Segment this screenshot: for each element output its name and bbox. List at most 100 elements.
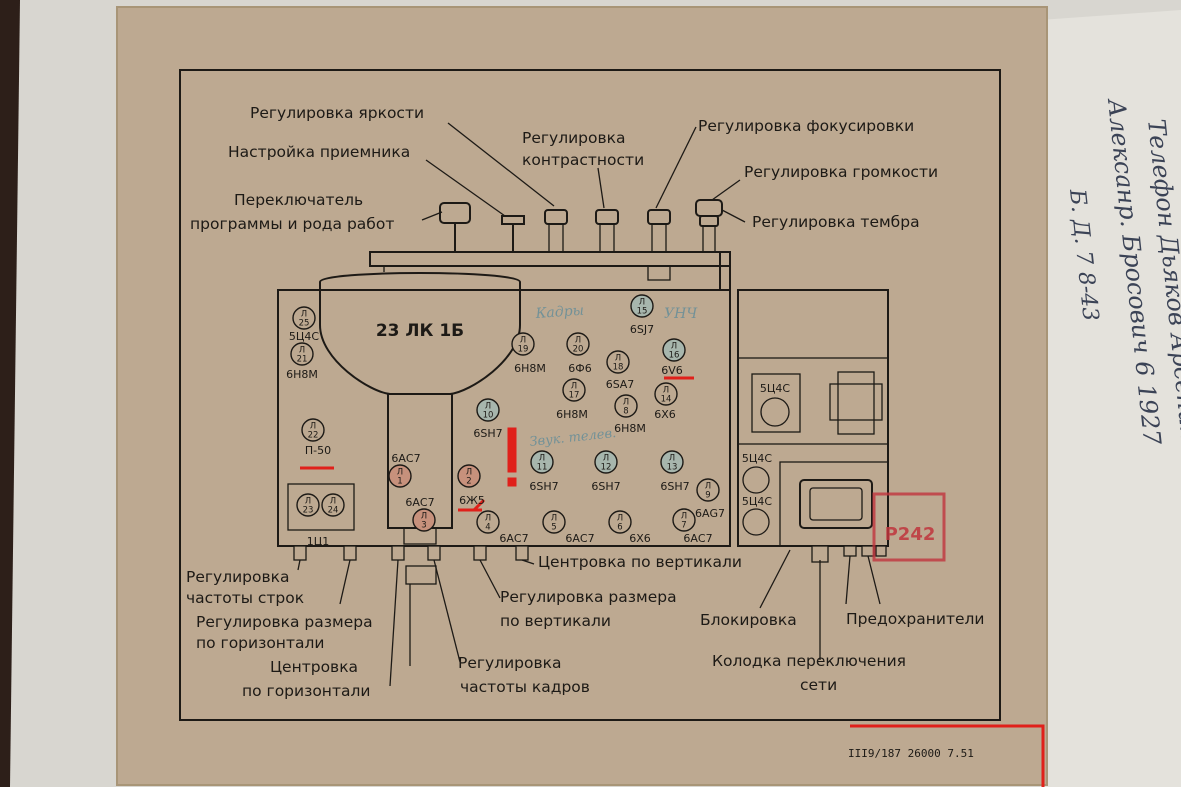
leader-lines-top bbox=[421, 122, 746, 223]
tube-type-label: 6Ф6 bbox=[568, 362, 591, 375]
tube-id-number: 12 bbox=[601, 463, 612, 473]
stamp-text: Р242 bbox=[885, 524, 936, 545]
label-hcenter-2: по горизонтали bbox=[242, 682, 370, 700]
tube-socket-circle bbox=[321, 493, 345, 517]
label-tuning: Настройка приемника bbox=[228, 143, 410, 161]
tube-id-prefix: Л bbox=[615, 354, 621, 364]
tube-socket-circle bbox=[654, 382, 678, 406]
label-mains-2: сети bbox=[800, 676, 837, 694]
tube-socket-circle bbox=[606, 350, 630, 374]
label-hsize-2: по горизонтали bbox=[196, 634, 324, 652]
tube-id-number: 20 bbox=[573, 345, 584, 355]
tube-type-label: 6АС7 bbox=[499, 532, 528, 545]
hv-block-label: 1Ц1 bbox=[307, 535, 330, 548]
transformer-box bbox=[779, 461, 889, 547]
crt-label: 23 ЛК 1Б bbox=[376, 321, 464, 341]
tube-socket-circle bbox=[566, 332, 590, 356]
tube-id-prefix: Л bbox=[520, 336, 526, 346]
tube-socket-circle bbox=[457, 464, 481, 488]
label-contrast-1: Регулировка bbox=[522, 129, 626, 147]
tube-type-label: 6SJ7 bbox=[630, 323, 654, 336]
tube-id-prefix: Л bbox=[485, 402, 491, 412]
print-code: III9/187 26000 7.51 bbox=[848, 747, 974, 760]
tube-socket-circle bbox=[696, 478, 720, 502]
tube-id-prefix: Л bbox=[310, 422, 316, 432]
rect-tube-box bbox=[751, 373, 801, 433]
tube-type-label: 6АС7 bbox=[565, 532, 594, 545]
tube-л15: Л15 6SJ7 bbox=[630, 294, 654, 336]
rect-tube-label-2: 5Ц4С bbox=[742, 452, 773, 465]
tube-id-prefix: Л bbox=[639, 298, 645, 308]
tube-socket-circle bbox=[594, 450, 618, 474]
rect-tube-2-circle bbox=[742, 466, 770, 494]
chassis-outline bbox=[277, 289, 731, 547]
tube-socket-circle bbox=[296, 493, 320, 517]
tube-type-label: 6Ж5 bbox=[459, 494, 485, 507]
power-subbox bbox=[737, 357, 889, 445]
tube-id-number: 15 bbox=[637, 307, 648, 317]
tube-type-label: 6SН7 bbox=[660, 480, 689, 493]
card-right-strip bbox=[1040, 10, 1181, 787]
label-brightness: Регулировка яркости bbox=[250, 104, 424, 122]
tube-id-number: 11 bbox=[537, 463, 548, 473]
tube-id-prefix: Л bbox=[671, 342, 677, 352]
tube-type-label: 6SН7 bbox=[473, 427, 502, 440]
tube-type-label: 6АG7 bbox=[695, 507, 725, 520]
tube-id-prefix: Л bbox=[305, 497, 311, 507]
tube-id-prefix: Л bbox=[575, 336, 581, 346]
stamp: Р242 bbox=[872, 492, 946, 562]
red-corner-line bbox=[850, 724, 1045, 787]
label-vsize-1: Регулировка размера bbox=[500, 588, 677, 606]
knob-volume-tone bbox=[695, 199, 723, 253]
tube-id-number: 23 bbox=[303, 506, 314, 516]
tube-type-label: 6АС7 bbox=[405, 496, 434, 509]
tube-id-number: 4 bbox=[485, 523, 490, 533]
tube-id-number: 7 bbox=[681, 521, 686, 531]
tube-id-prefix: Л bbox=[301, 310, 307, 320]
label-mains-1: Колодка переключения bbox=[712, 652, 906, 670]
tube-id-prefix: Л bbox=[330, 497, 336, 507]
tube-socket-circle bbox=[530, 450, 554, 474]
tube-id-number: 10 bbox=[483, 411, 494, 421]
tube-id-prefix: Л bbox=[299, 346, 305, 356]
tube-id-prefix: Л bbox=[669, 454, 675, 464]
rect-tube-label-1: 5Ц4С bbox=[760, 382, 791, 395]
label-line-freq-2: частоты строк bbox=[186, 589, 304, 607]
rect-tube-circle bbox=[760, 397, 790, 427]
leader-lines-bottom bbox=[297, 549, 881, 687]
knob-brightness bbox=[544, 209, 568, 253]
tube-л23: Л23 bbox=[296, 493, 320, 517]
tube-id-number: 18 bbox=[613, 363, 624, 373]
tube-type-label: 6АС7 bbox=[683, 532, 712, 545]
tube-id-number: 21 bbox=[297, 355, 308, 365]
tube-id-number: 25 bbox=[299, 319, 310, 329]
tube-id-prefix: Л bbox=[681, 512, 687, 522]
tube-id-number: 13 bbox=[667, 463, 678, 473]
drawing-frame bbox=[179, 69, 1001, 721]
tube-socket-circle bbox=[476, 398, 500, 422]
knob-focus bbox=[647, 209, 671, 281]
tube-type-label: 6SА7 bbox=[606, 378, 635, 391]
transformer bbox=[799, 479, 873, 529]
label-vsize-2: по вертикали bbox=[500, 612, 611, 630]
label-focus: Регулировка фокусировки bbox=[698, 117, 914, 135]
tube-socket-circle bbox=[476, 510, 500, 534]
label-fuses: Предохранители bbox=[846, 610, 985, 628]
tube-л13: Л13 6SН7 bbox=[660, 450, 690, 493]
tube-socket-circle bbox=[608, 510, 632, 534]
tube-id-prefix: Л bbox=[571, 382, 577, 392]
red-marks bbox=[300, 376, 694, 512]
tube-type-label: П-50 bbox=[305, 444, 331, 457]
tube-socket-circle bbox=[290, 342, 314, 366]
tube-id-prefix: Л bbox=[603, 454, 609, 464]
